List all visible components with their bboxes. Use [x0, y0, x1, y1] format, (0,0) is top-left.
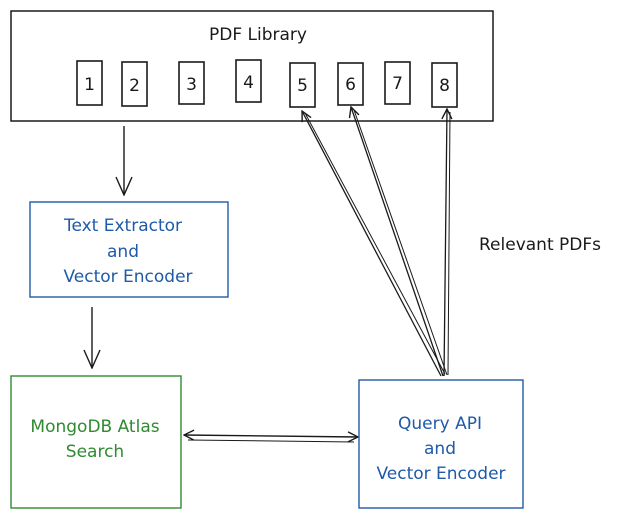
pdf-doc-6[interactable]: 6: [337, 62, 364, 106]
mongodb-atlas-title: MongoDB Atlas: [30, 417, 159, 437]
query-api-and: and: [424, 439, 456, 459]
mongodb-atlas-border: [10, 375, 182, 509]
arrow-atlas-query-bidirectional: [184, 435, 358, 437]
arrow-query-to-pdf-6: [351, 107, 444, 377]
query-api-encoder: Vector Encoder: [376, 464, 505, 484]
pdf-doc-number: 8: [439, 76, 450, 96]
pdf-doc-number: 2: [129, 76, 140, 96]
pdf-doc-2[interactable]: 2: [121, 61, 148, 107]
arrow-query-to-pdf-6-sketch: [353, 109, 448, 376]
pdf-doc-7[interactable]: 7: [384, 61, 411, 105]
pdf-doc-5[interactable]: 5: [289, 62, 316, 108]
pdf-doc-number: 1: [84, 75, 95, 95]
pdf-doc-4[interactable]: 4: [235, 59, 262, 103]
pdf-doc-8[interactable]: 8: [431, 62, 458, 108]
text-extractor-and: and: [107, 242, 139, 262]
pdf-doc-3[interactable]: 3: [178, 61, 205, 105]
text-extractor-encoder: Vector Encoder: [63, 267, 192, 287]
pdf-doc-number: 4: [243, 73, 254, 93]
text-extractor-border: [29, 201, 229, 298]
relevant-pdfs-label: Relevant PDFs: [479, 235, 601, 255]
arrow-query-to-pdf-5-sketch: [304, 112, 446, 375]
arrow-query-to-pdf-5: [302, 111, 442, 377]
query-api-title: Query API: [398, 414, 482, 434]
pdf-doc-number: 7: [392, 74, 403, 94]
arrow-query-to-pdf-8-sketch: [447, 111, 451, 376]
pdf-doc-number: 6: [345, 75, 356, 95]
arrow-query-to-pdf-8: [444, 109, 447, 377]
pdf-library-border: [10, 10, 494, 122]
query-api-border: [358, 379, 524, 509]
arrow-atlas-query-sketch-line: [187, 439, 355, 443]
text-extractor-title: Text Extractor: [63, 216, 182, 236]
pdf-doc-number: 5: [297, 76, 308, 96]
pdf-doc-1[interactable]: 1: [76, 60, 103, 106]
query-api-box: Query API and Vector Encoder: [358, 379, 524, 509]
text-extractor-box: Text Extractor and Vector Encoder: [29, 201, 229, 298]
pdf-library-panel: PDF Library 1 2 3 4 5 6 7: [10, 10, 494, 122]
pdf-library-title: PDF Library: [209, 25, 307, 45]
mongodb-atlas-box: MongoDB Atlas Search: [10, 375, 182, 509]
pdf-doc-number: 3: [186, 75, 197, 95]
mongodb-atlas-subtitle: Search: [66, 442, 124, 462]
